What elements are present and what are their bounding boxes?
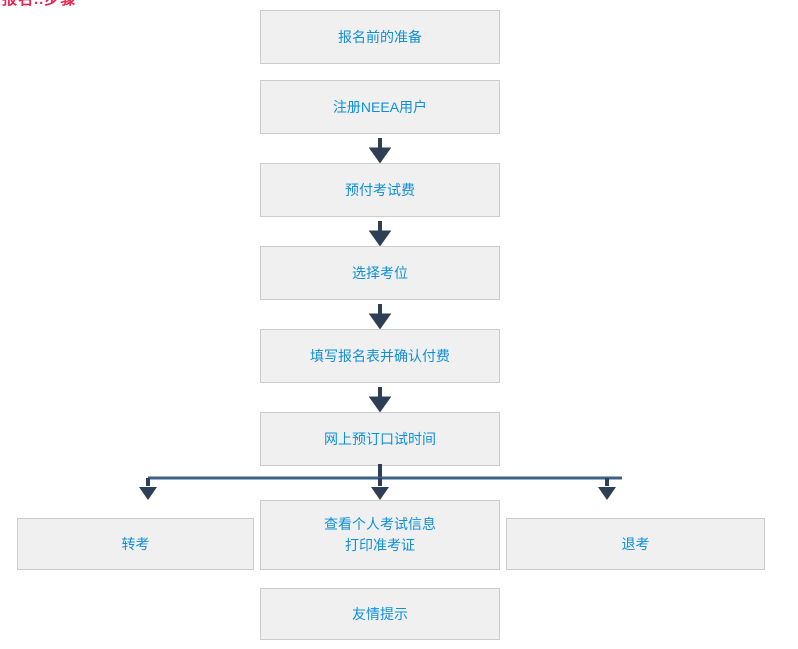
branch-connector [130,464,640,506]
flow-box-step-2[interactable]: 注册NEEA用户 [260,80,500,134]
flow-box-branch-left[interactable]: 转考 [17,518,254,570]
flow-box-branch-center-line1: 查看个人考试信息 [324,516,436,532]
flow-box-branch-right[interactable]: 退考 [506,518,765,570]
flow-box-step-1[interactable]: 报名前的准备 [260,10,500,64]
flow-box-step-4[interactable]: 选择考位 [260,246,500,300]
arrow-down-icon-4 [369,387,391,413]
flow-box-step-3[interactable]: 预付考试费 [260,163,500,217]
flow-box-branch-center-line2: 打印准考证 [345,537,415,553]
flow-box-footer[interactable]: 友情提示 [260,588,500,640]
flow-box-branch-center[interactable]: 查看个人考试信息 打印准考证 [260,500,500,570]
page-heading-note: 报名..步骤 [2,0,76,9]
arrow-down-icon-3 [369,304,391,330]
flow-box-step-6[interactable]: 网上预订口试时间 [260,412,500,466]
arrow-down-icon-1 [369,138,391,164]
arrow-down-icon-2 [369,221,391,247]
flow-box-step-5[interactable]: 填写报名表并确认付费 [260,329,500,383]
